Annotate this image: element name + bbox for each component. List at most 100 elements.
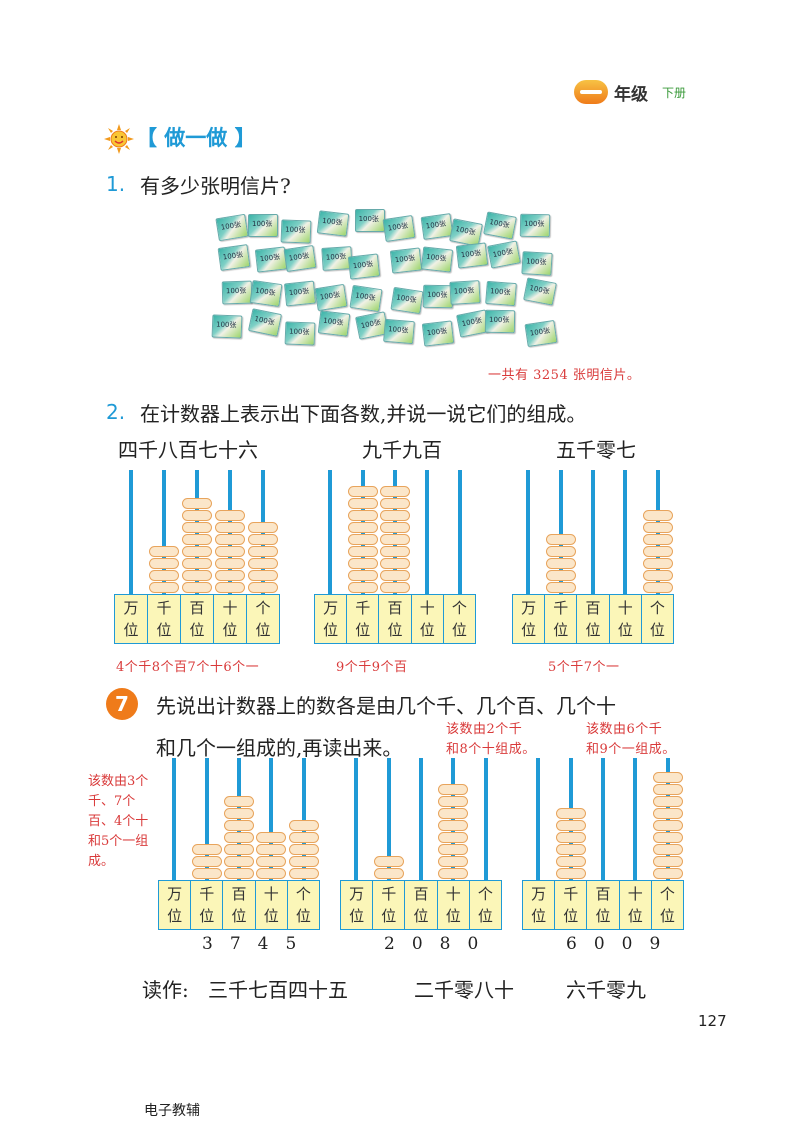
postcard-label: 100张 <box>360 317 382 330</box>
postcard-label: 100张 <box>461 316 483 329</box>
place-value-cell: 万位 <box>523 881 556 929</box>
reading-b: 二千零八十 <box>414 978 514 1002</box>
place-suffix: 位 <box>222 621 238 639</box>
place-value-cell: 十位 <box>256 881 288 929</box>
place-value-cell: 千位 <box>148 595 181 643</box>
abacus-rod <box>237 758 241 880</box>
abacus-bead <box>347 486 378 497</box>
abacus-bead <box>373 856 404 867</box>
grade-label: 年级 <box>614 85 648 105</box>
abacus-bead <box>555 832 586 843</box>
abacus-bead <box>288 856 319 867</box>
place-name: 百 <box>387 599 403 617</box>
abacus-rod <box>623 470 628 594</box>
place-suffix: 位 <box>231 907 247 925</box>
place-suffix: 位 <box>199 907 215 925</box>
abacus-bead <box>642 558 673 569</box>
abacus-bead <box>148 546 179 557</box>
abacus-bead <box>248 570 279 581</box>
abacus-bead <box>380 486 410 497</box>
postcard-label: 100张 <box>222 250 244 262</box>
abacus-bead <box>545 546 576 557</box>
abacus-bead <box>224 844 254 855</box>
abacus-bead <box>545 534 576 545</box>
ex7-note-c-line1: 该数由6个千 <box>586 722 663 737</box>
place-name: 万 <box>531 885 547 903</box>
postcard: 100张 <box>280 219 312 244</box>
abacus-bead <box>182 534 212 545</box>
place-suffix: 位 <box>413 907 429 925</box>
place-suffix: 位 <box>563 907 579 925</box>
abacus-bead <box>288 832 319 843</box>
q1-answer-note: 一共有 3254 张明信片。 <box>488 368 641 383</box>
postcard-label: 100张 <box>322 316 344 327</box>
postcard: 100张 <box>421 320 454 347</box>
abacus-bead <box>347 498 378 509</box>
place-value-cell: 万位 <box>115 595 148 643</box>
abacus-bead <box>438 784 469 795</box>
abacus-rod <box>558 470 563 594</box>
postcard-label: 100张 <box>215 320 237 330</box>
abacus-bead <box>380 534 410 545</box>
ex7-side-note: 该数由3个千、7个百、4个十和5个一组成。 <box>88 774 149 869</box>
place-suffix: 位 <box>419 621 435 639</box>
postcard-label: 100张 <box>358 215 379 224</box>
q2-note-a: 4个千8个百7个十6个一 <box>116 660 260 675</box>
abacus-bead <box>438 832 469 843</box>
postcard-label: 100张 <box>489 286 511 297</box>
place-name: 十 <box>263 885 279 903</box>
place-suffix: 位 <box>585 621 601 639</box>
place-suffix: 位 <box>451 621 467 639</box>
postcard: 100张 <box>249 280 283 308</box>
postcard-label: 100张 <box>288 287 310 298</box>
postcard: 100张 <box>316 210 350 237</box>
postcard-label: 100张 <box>529 283 551 296</box>
abacus-bead <box>642 582 673 593</box>
postcard-label: 100张 <box>459 248 482 260</box>
abacus-bead <box>215 546 246 557</box>
abacus-rod <box>451 758 456 880</box>
abacus-bead <box>148 558 179 569</box>
abacus-bead <box>215 582 246 593</box>
place-name: 千 <box>355 599 371 617</box>
ex7-note-b-line1: 该数由2个千 <box>446 722 523 737</box>
postcard-label: 100张 <box>225 286 246 295</box>
abacus-bead <box>438 856 469 867</box>
example-7-badge: 7 <box>106 688 138 720</box>
place-value-cell: 十位 <box>610 595 642 643</box>
place-suffix: 位 <box>295 907 311 925</box>
postcard-label: 100张 <box>254 315 276 328</box>
abacus-bead <box>347 570 378 581</box>
place-suffix: 位 <box>156 621 172 639</box>
abacus-bead <box>256 844 287 855</box>
abacus-bead <box>555 844 586 855</box>
place-suffix: 位 <box>521 621 537 639</box>
place-value-cell: 百位 <box>181 595 214 643</box>
postcard-label: 100张 <box>321 216 344 228</box>
abacus-bead <box>373 868 404 879</box>
abacus-bead <box>248 534 279 545</box>
postcard-label: 100张 <box>426 327 448 338</box>
place-suffix: 位 <box>381 907 397 925</box>
abacus-bead <box>555 856 586 867</box>
place-value-cell: 个位 <box>642 595 673 643</box>
abacus-bead <box>380 510 410 521</box>
postcard: 100张 <box>484 310 515 334</box>
abacus-bead <box>347 558 378 569</box>
postcard: 100张 <box>217 243 251 271</box>
place-value-cell: 千位 <box>545 595 578 643</box>
q1-number: 1. <box>106 172 126 196</box>
abacus-bead <box>642 534 673 545</box>
sun-icon <box>104 124 134 154</box>
abacus-bead <box>438 808 469 819</box>
place-value-cell: 个位 <box>444 595 475 643</box>
postcard-label: 100张 <box>288 251 311 263</box>
abacus-bead <box>191 868 222 879</box>
postcard: 100张 <box>283 280 316 307</box>
postcard: 100张 <box>211 314 243 339</box>
postcard-label: 100张 <box>427 290 448 300</box>
abacus-bead <box>347 534 378 545</box>
abacus-bead <box>215 534 246 545</box>
abacus-bead <box>380 558 410 569</box>
abacus-bead <box>652 820 683 831</box>
